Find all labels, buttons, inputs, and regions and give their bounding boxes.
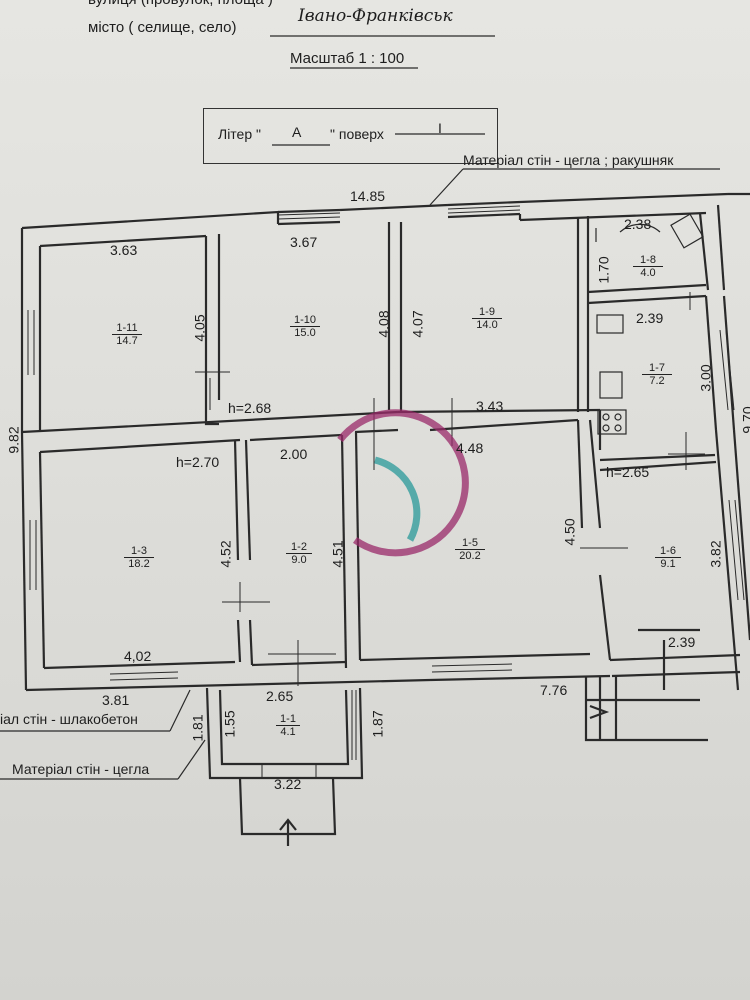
room-number: 1-11 (116, 322, 138, 334)
dimension-label: 3.82 (707, 540, 724, 568)
room-area: 15.0 (290, 326, 320, 339)
room-label: 1-7 7.2 (642, 362, 672, 387)
room-area: 7.2 (642, 374, 672, 387)
dimension-label: 3.67 (290, 234, 318, 250)
wall-material-note-top: Матеріал стін - цегла ; ракушняк (463, 152, 674, 168)
wall-material-note-slag: іал стін - шлакобетон (0, 711, 138, 727)
wall-material-note-brick: Матеріал стін - цегла (12, 761, 150, 777)
room-number: 1-1 (280, 713, 296, 725)
room-number: 1-6 (660, 545, 676, 557)
room-area: 9.0 (286, 553, 312, 566)
dimension-label: 4.51 (329, 540, 346, 568)
room-number: 1-10 (293, 314, 317, 326)
dimension-label: 4.50 (561, 518, 578, 546)
street-label: вулиця (провулок, площа ) (88, 0, 273, 8)
city-label: місто ( селище, село) (88, 19, 237, 36)
dimension-label: 2.65 (266, 688, 294, 704)
room-area: 14.0 (472, 318, 502, 331)
room-label: 1-2 9.0 (286, 541, 312, 566)
dimension-label: 1.87 (369, 710, 386, 738)
dimension-label: 4.07 (409, 310, 426, 338)
room-area: 20.2 (455, 549, 485, 562)
city-value: Івано-Франківськ (298, 6, 453, 26)
dimension-label: 7.76 (540, 682, 568, 698)
dimension-label: 14.85 (350, 188, 386, 204)
liter-label: Літер " (218, 126, 261, 142)
dimension-label: 3.81 (102, 692, 130, 708)
dimension-label: 2.39 (636, 310, 664, 326)
floor-value: I (438, 120, 442, 136)
dimension-label: 4.52 (217, 540, 234, 568)
floor-label: " поверх (330, 126, 384, 142)
dimension-label: 3.22 (274, 776, 302, 792)
room-area: 9.1 (655, 557, 681, 570)
dimension-label: 9.70 (739, 406, 750, 434)
room-label: 1-9 14.0 (472, 306, 502, 331)
dimension-label: 4.48 (456, 440, 484, 456)
ceiling-height: h=2.65 (606, 464, 650, 480)
dimension-label: 3.63 (110, 242, 138, 258)
room-area: 4.0 (633, 266, 663, 279)
dimension-label: 1.70 (595, 256, 612, 284)
room-area: 4.1 (276, 725, 300, 738)
dimension-label: 4,02 (124, 648, 152, 664)
liter-box (203, 108, 498, 164)
dimension-label: 3.00 (697, 364, 714, 392)
room-number: 1-5 (462, 537, 478, 549)
dimension-label: 2.00 (280, 446, 308, 462)
room-number: 1-2 (291, 541, 307, 553)
ceiling-height: h=2.68 (228, 400, 272, 416)
room-number: 1-7 (649, 362, 665, 374)
dimension-label: 4.05 (191, 314, 208, 342)
room-area: 18.2 (124, 557, 154, 570)
scale-label: Масштаб 1 : 100 (290, 50, 405, 67)
room-number: 1-9 (479, 306, 495, 318)
dimension-label: 1.55 (221, 710, 238, 738)
dimension-label: 1.81 (189, 714, 206, 742)
room-number: 1-8 (640, 254, 656, 266)
room-label: 1-1 4.1 (276, 713, 300, 738)
liter-value: А (292, 124, 302, 140)
room-label: 1-6 9.1 (655, 545, 681, 570)
room-label: 1-11 14.7 (112, 322, 142, 347)
room-label: 1-10 15.0 (290, 314, 320, 339)
dimension-label: 4.08 (375, 310, 392, 338)
dimension-label: 3.43 (476, 398, 504, 414)
ceiling-height: h=2.70 (176, 454, 220, 470)
room-label: 1-5 20.2 (455, 537, 485, 562)
dimension-label: 9.82 (5, 426, 22, 454)
room-area: 14.7 (112, 334, 142, 347)
room-label: 1-3 18.2 (124, 545, 154, 570)
dimension-label: 2.38 (624, 216, 652, 232)
room-number: 1-3 (131, 545, 147, 557)
room-label: 1-8 4.0 (633, 254, 663, 279)
dimension-label: 2.39 (668, 634, 696, 650)
